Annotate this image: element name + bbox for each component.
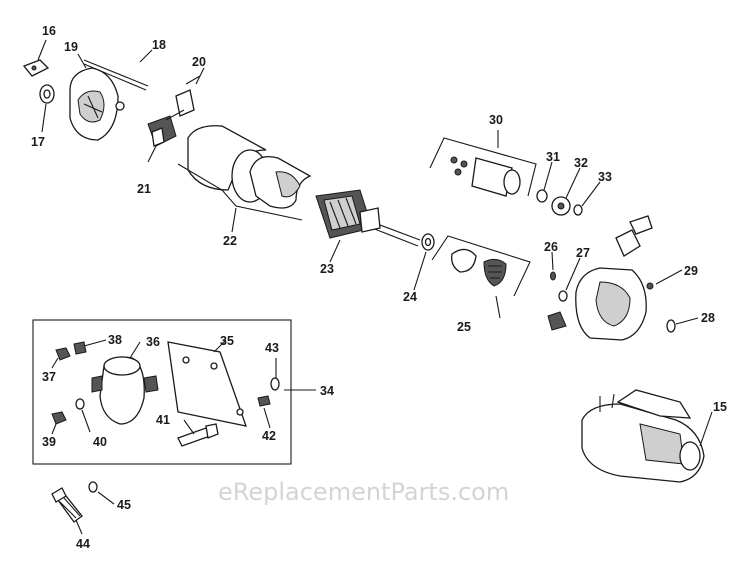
part-27-washer[interactable] [558, 290, 568, 302]
callout-23: 23 [320, 262, 334, 276]
callout-22: 22 [223, 234, 237, 248]
callout-33: 33 [598, 170, 612, 184]
part-38-nut[interactable] [73, 341, 87, 355]
part-28-snap-ring[interactable] [666, 319, 676, 333]
part-32-bushing[interactable] [551, 196, 571, 216]
part-15-starter-assembly[interactable] [581, 389, 705, 483]
part-25-drive-assembly[interactable] [431, 235, 531, 297]
callout-21: 21 [137, 182, 151, 196]
part-24-washer[interactable] [421, 233, 435, 251]
part-34-solenoid-kit-box[interactable] [32, 319, 292, 465]
part-43-washer[interactable] [270, 377, 280, 391]
part-19-end-cap[interactable] [69, 67, 119, 141]
callout-15: 15 [713, 400, 727, 414]
part-22-field-frame[interactable] [177, 125, 312, 221]
part-39-nut[interactable] [51, 411, 67, 425]
part-29-screw[interactable] [646, 282, 654, 290]
callout-28: 28 [701, 311, 715, 325]
callout-40: 40 [93, 435, 107, 449]
part-45-washer[interactable] [88, 481, 98, 493]
part-37-nut[interactable] [55, 347, 71, 361]
watermark: eReplacementParts.com [218, 478, 509, 506]
callout-35: 35 [220, 334, 234, 348]
callout-25: 25 [457, 320, 471, 334]
part-23-armature[interactable] [315, 189, 421, 247]
part-16-terminal-boot[interactable] [22, 59, 50, 77]
part-30-solenoid-kit[interactable] [429, 137, 537, 197]
part-17-washer[interactable] [39, 84, 55, 104]
leader-lines [37, 39, 713, 535]
callout-45: 45 [117, 498, 131, 512]
callout-36: 36 [146, 335, 160, 349]
part-18-through-bolt[interactable] [83, 59, 149, 111]
callout-20: 20 [192, 55, 206, 69]
callout-37: 37 [42, 370, 56, 384]
callout-26: 26 [544, 240, 558, 254]
callout-41: 41 [156, 413, 170, 427]
part-41-bolt[interactable] [177, 423, 219, 447]
callout-38: 38 [108, 333, 122, 347]
callout-18: 18 [152, 38, 166, 52]
callout-31: 31 [546, 150, 560, 164]
callout-16: 16 [42, 24, 56, 38]
part-31-washer[interactable] [536, 189, 548, 203]
part-20-brush[interactable] [175, 75, 201, 117]
callout-42: 42 [262, 429, 276, 443]
part-42-nut[interactable] [257, 395, 271, 407]
callout-30: 30 [489, 113, 503, 127]
callout-27: 27 [576, 246, 590, 260]
part-26-plug[interactable] [550, 271, 556, 281]
callout-43: 43 [265, 341, 279, 355]
part-33-retaining-ring[interactable] [573, 204, 583, 216]
part-44-bolt[interactable] [51, 487, 83, 523]
part-35-mounting-bracket[interactable] [167, 341, 247, 427]
callout-39: 39 [42, 435, 56, 449]
callout-17: 17 [31, 135, 45, 149]
callout-29: 29 [684, 264, 698, 278]
callout-19: 19 [64, 40, 78, 54]
part-40-washer[interactable] [75, 398, 85, 410]
callout-44: 44 [76, 537, 90, 551]
callout-34: 34 [320, 384, 334, 398]
part-21-brush-holder[interactable] [147, 109, 185, 147]
part-drive-housing[interactable] [547, 215, 653, 341]
callout-32: 32 [574, 156, 588, 170]
callout-24: 24 [403, 290, 417, 304]
part-36-solenoid[interactable] [91, 356, 159, 425]
